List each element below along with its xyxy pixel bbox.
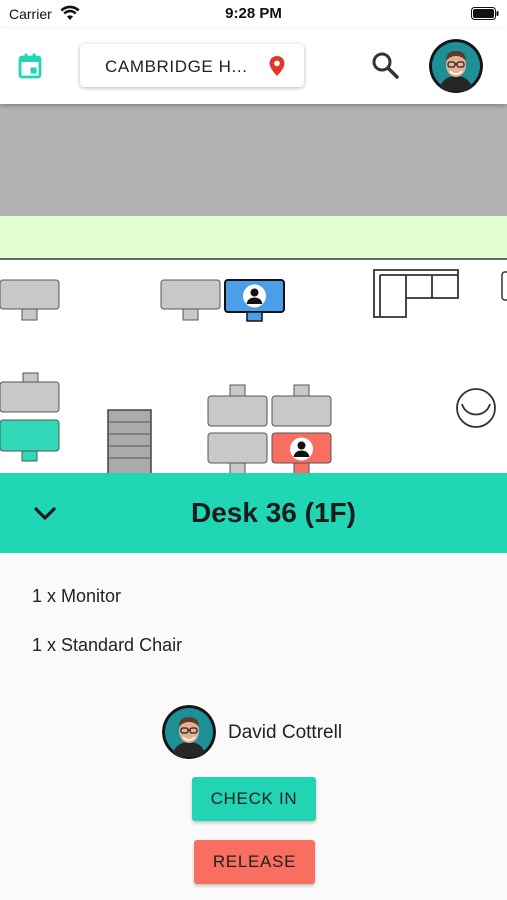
search-icon[interactable] [370, 50, 400, 80]
user-avatar [162, 705, 216, 759]
user-name: David Cottrell [228, 722, 343, 743]
calendar-icon[interactable] [16, 52, 44, 80]
battery-icon [471, 7, 499, 20]
desk-booked[interactable] [224, 279, 285, 322]
desk[interactable] [271, 384, 332, 427]
desk-sheet-header: Desk 36 (1F) [0, 473, 507, 553]
release-button[interactable]: RELEASE [194, 840, 315, 884]
amenity-monitor: 1 x Monitor [32, 586, 122, 606]
bookshelf [107, 409, 152, 476]
floor-map[interactable] [0, 104, 507, 476]
location-label: CAMBRIDGE H... [105, 57, 248, 76]
app-bar: CAMBRIDGE H... [0, 28, 507, 104]
status-bar: Carrier 9:28 PM [0, 0, 507, 28]
wall-block [0, 104, 507, 216]
location-selector[interactable]: CAMBRIDGE H... [80, 44, 304, 87]
desk[interactable] [207, 384, 268, 427]
corridor [0, 216, 507, 259]
desk[interactable] [160, 279, 221, 321]
desk-available[interactable] [0, 419, 60, 462]
armchair [456, 388, 496, 428]
cabinet-edge [501, 271, 507, 301]
carrier-label: Carrier [9, 6, 52, 22]
desk-title: Desk 36 (1F) [191, 497, 356, 528]
clock-time: 9:28 PM [225, 5, 282, 22]
sofa [373, 269, 459, 318]
amenity-chair: 1 x Standard Chair [32, 635, 183, 655]
desk-selected[interactable] [271, 432, 332, 475]
desk[interactable] [0, 279, 60, 321]
desk-details: 1 x Monitor 1 x Standard Chair David Cot… [0, 553, 507, 900]
chevron-down-icon[interactable] [30, 499, 60, 529]
desk[interactable] [207, 432, 268, 475]
profile-avatar[interactable] [429, 39, 483, 93]
location-pin-icon [269, 56, 285, 76]
check-in-button[interactable]: CHECK IN [192, 777, 316, 821]
desk[interactable] [0, 372, 60, 413]
wifi-icon [60, 5, 80, 20]
